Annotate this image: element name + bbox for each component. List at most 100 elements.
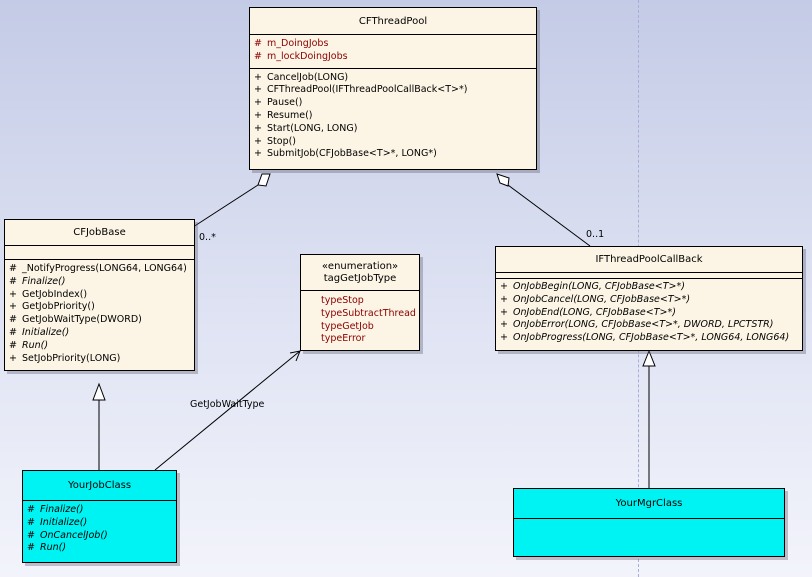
visibility-marker: +	[500, 293, 508, 305]
operation-row[interactable]: #Run()	[5, 340, 194, 353]
operation-signature: Stop()	[267, 135, 297, 147]
dependency-arrowhead	[289, 350, 301, 362]
operation-row[interactable]: #OnCancelJob()	[23, 530, 176, 543]
operation-row[interactable]: # Run()	[23, 542, 176, 555]
visibility-marker: +	[500, 319, 508, 331]
attribute-name: m_lockDoingJobs	[267, 50, 348, 62]
class-header: YourJobClass	[23, 471, 176, 501]
class-name: CFThreadPool	[358, 16, 428, 27]
attribute-row[interactable]: #m_DoingJobs	[250, 38, 536, 51]
visibility-marker: +	[9, 301, 17, 313]
operation-row[interactable]: #Initialize()	[23, 517, 176, 530]
visibility-marker: +	[254, 71, 262, 83]
enum-value[interactable]: typeStop	[321, 295, 364, 306]
visibility-marker: #	[9, 275, 17, 287]
operation-row[interactable]: + OnJobError(LONG, CFJobBase<T>*, DWORD, …	[496, 319, 802, 332]
class-ifthreadpoolcallback[interactable]: IFThreadPoolCallBack +OnJobBegin(LONG, C…	[495, 246, 803, 351]
operation-row[interactable]: + OnJobCancel(LONG, CFJobBase<T>*)	[496, 294, 802, 307]
visibility-marker: +	[254, 109, 262, 121]
attribute-row[interactable]: # m_lockDoingJobs	[250, 51, 536, 64]
class-header: CFJobBase	[5, 220, 194, 246]
operation-row[interactable]: + SubmitJob(CFJobBase<T>*, LONG*)	[250, 148, 536, 161]
operation-row[interactable]: +OnJobBegin(LONG, CFJobBase<T>*)	[496, 281, 802, 294]
class-cfjobbase[interactable]: CFJobBase # _NotifyProgress(LONG64, LONG6…	[4, 219, 195, 371]
aggregation-line-jobbase[interactable]	[189, 184, 259, 230]
class-yourjobclass[interactable]: YourJobClass #Finalize() #Initialize() #…	[22, 470, 177, 563]
operation-row[interactable]: +Stop()	[250, 136, 536, 149]
visibility-marker: #	[9, 314, 17, 326]
aggregation-diamond-callback	[496, 173, 510, 187]
operation-row[interactable]: + GetJobPriority()	[5, 301, 194, 314]
operation-row[interactable]: + Pause()	[250, 97, 536, 110]
class-header: «enumeration» tagGetJobType	[301, 255, 419, 291]
operation-signature: OnJobError(LONG, CFJobBase<T>*, DWORD, L…	[513, 319, 774, 331]
operation-signature: Pause()	[267, 97, 303, 109]
operation-row[interactable]: #Finalize()	[23, 504, 176, 517]
class-header: YourMgrClass	[514, 489, 784, 519]
visibility-marker: +	[254, 84, 262, 96]
visibility-marker: +	[254, 148, 262, 160]
operation-row[interactable]: +Start(LONG, LONG)	[250, 123, 536, 136]
attributes-compartment	[5, 246, 194, 260]
enum-value[interactable]: typeError	[321, 333, 366, 345]
operation-signature: SubmitJob(CFJobBase<T>*, LONG*)	[267, 148, 437, 160]
class-name: YourJobClass	[67, 480, 132, 491]
aggregation-line-callback[interactable]	[507, 184, 591, 247]
operation-signature: _NotifyProgress(LONG64, LONG64)	[22, 263, 187, 274]
operation-row[interactable]: +Resume()	[250, 110, 536, 123]
operation-signature: Start(LONG, LONG)	[267, 122, 358, 134]
visibility-marker: #	[27, 504, 35, 515]
operation-signature: Finalize()	[22, 275, 66, 287]
operation-signature: GetJobPriority()	[22, 301, 95, 313]
operation-signature: Run()	[40, 542, 67, 554]
visibility-marker: #	[254, 50, 262, 62]
enum-values-compartment: typeStop typeSubtractThread typeGetJob t…	[301, 291, 419, 350]
operations-compartment: + CancelJob(LONG) + CFThreadPool(IFThreadP…	[250, 69, 536, 165]
visibility-marker: +	[254, 97, 262, 109]
stereotype-label: «enumeration»	[321, 261, 399, 272]
operation-row[interactable]: # _NotifyProgress(LONG64, LONG64)	[5, 263, 194, 276]
operation-row[interactable]: # GetJobWaitType(DWORD)	[5, 314, 194, 327]
enum-taggetjobtype[interactable]: «enumeration» tagGetJobType typeStop typ…	[300, 254, 420, 351]
operation-signature: OnCancelJob()	[40, 529, 108, 541]
operation-signature: OnJobBegin(LONG, CFJobBase<T>*)	[513, 281, 685, 292]
operation-row[interactable]: + CFThreadPool(IFThreadPoolCallBack<T>*)	[250, 84, 536, 97]
operations-compartment	[514, 519, 784, 556]
operation-row[interactable]: #Initialize()	[5, 327, 194, 340]
operation-signature: OnJobCancel(LONG, CFJobBase<T>*)	[513, 293, 691, 305]
class-yourmgrclass[interactable]: YourMgrClass	[513, 488, 785, 557]
operation-row[interactable]: + CancelJob(LONG)	[250, 72, 536, 85]
visibility-marker: #	[27, 542, 35, 554]
class-header: IFThreadPoolCallBack	[496, 247, 802, 273]
visibility-marker: #	[9, 339, 17, 351]
operation-signature: CFThreadPool(IFThreadPoolCallBack<T>*)	[267, 84, 468, 96]
operations-compartment: #Finalize() #Initialize() #OnCancelJob()…	[23, 501, 176, 558]
visibility-marker: +	[9, 352, 17, 364]
operation-signature: Initialize()	[40, 516, 88, 528]
class-cfthreadpool[interactable]: CFThreadPool #m_DoingJobs # m_lockDoingJo…	[249, 7, 537, 170]
attributes-compartment	[496, 273, 802, 279]
operation-row[interactable]: +OnJobProgress(LONG, CFJobBase<T>*, LONG…	[496, 332, 802, 345]
class-name: IFThreadPoolCallBack	[595, 254, 703, 265]
multiplicity-label-jobs: 0..*	[199, 232, 216, 243]
visibility-marker: #	[9, 263, 17, 274]
multiplicity-label-callback: 0..1	[586, 229, 605, 240]
operation-signature: GetJobWaitType(DWORD)	[22, 314, 142, 326]
attributes-compartment: #m_DoingJobs # m_lockDoingJobs	[250, 35, 536, 69]
dependency-line[interactable]	[154, 350, 301, 471]
dependency-label: GetJobWaitType	[190, 399, 265, 410]
operation-row[interactable]: +OnJobEnd(LONG, CFJobBase<T>*)	[496, 307, 802, 320]
operation-row[interactable]: +GetJobIndex()	[5, 289, 194, 302]
class-name: YourMgrClass	[615, 498, 683, 509]
enum-value[interactable]: typeSubtractThread	[321, 307, 416, 319]
operation-signature: SetJobPriority(LONG)	[22, 352, 121, 364]
generalization-arrow-mgrclass	[642, 349, 656, 367]
operation-signature: OnJobEnd(LONG, CFJobBase<T>*)	[513, 306, 676, 318]
operation-row[interactable]: + SetJobPriority(LONG)	[5, 353, 194, 366]
enum-value[interactable]: typeGetJob	[321, 320, 374, 332]
operation-row[interactable]: # Finalize()	[5, 276, 194, 289]
operation-signature: CancelJob(LONG)	[267, 71, 349, 83]
operation-signature: OnJobProgress(LONG, CFJobBase<T>*, LONG6…	[513, 332, 790, 344]
